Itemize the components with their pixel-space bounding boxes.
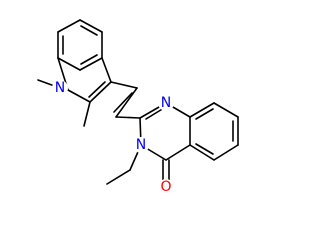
bond [89,81,112,103]
molecule-structure: N N N O [37,19,239,195]
atom-n-quinazoline-top: N [158,95,174,111]
bond [189,102,215,118]
double-bond-inner [195,108,214,120]
bond [165,144,191,161]
bond [213,144,239,161]
bond [79,19,103,33]
bond [110,81,138,89]
atom-label-n: N [55,80,65,96]
double-bond-inner [80,25,98,36]
double-bond-inner [113,92,133,113]
atom-o-carbonyl: O [158,179,174,195]
bond [79,57,103,71]
c2-methyl-bond [83,101,91,127]
atom-label-o: O [160,179,171,195]
bond [213,102,239,118]
bond [57,19,81,33]
indole-pyrrole-ring [57,57,112,103]
double-bond-inner [88,81,106,98]
bond [67,89,91,103]
bond [189,144,215,161]
atom-n-quinazoline-bottom: N [133,137,149,153]
ethyl-bond [106,169,131,185]
atom-n-indole: N [52,80,68,96]
indole-benzene-ring [57,19,103,71]
double-bond-inner [195,143,214,155]
bond [115,87,138,118]
bond [57,57,81,71]
vinyl-linker [110,81,141,119]
bond [115,116,141,119]
quinazolinone-pyrimidine-ring [139,102,191,161]
double-bond-inner [80,54,98,65]
double-bond-inner [145,107,165,120]
quinazolinone-benzene-ring [189,102,239,161]
atom-label-n: N [136,137,146,153]
atom-label-n: N [161,95,171,111]
bond [101,57,112,83]
